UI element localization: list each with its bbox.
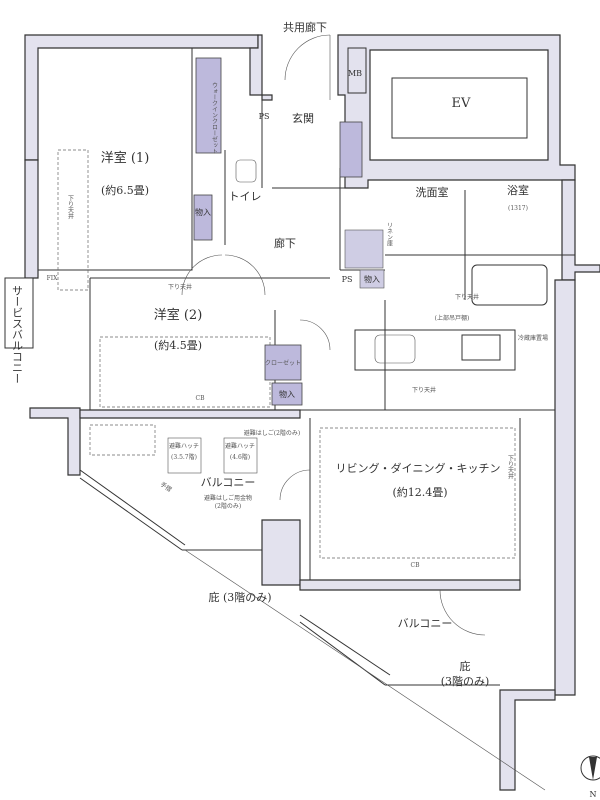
closet-label: クローゼット — [265, 359, 301, 367]
hallway-label: 廊下 — [274, 236, 296, 250]
lowered-ceiling-label-3: 下り天井 — [455, 293, 479, 301]
hatch-1-name: 避難ハッチ — [169, 442, 199, 450]
compass-n-label: N — [590, 790, 597, 799]
western-room-1-size: (約6.5畳) — [101, 183, 149, 197]
ladder-hardware-floors: (2階のみ) — [215, 502, 242, 510]
north-compass-icon — [580, 755, 600, 781]
storage-1 — [193, 194, 213, 241]
ladder-note-small: 避難はしご(2階のみ) — [244, 429, 301, 437]
balcony-1-label: バルコニー — [201, 476, 256, 489]
hatch-1-floors: (3.5.7階) — [171, 453, 197, 461]
western-room-2-name: 洋室 (2) — [154, 307, 203, 323]
handrail-label: 手摺 — [159, 480, 173, 493]
hatch-2-box — [223, 437, 258, 474]
storage-1-label: 物入 — [195, 207, 211, 217]
entrance-label: 玄関 — [292, 111, 314, 125]
washroom-label: 洗面室 — [416, 185, 449, 199]
storage-3 — [271, 382, 303, 406]
hatch-2-floors: (4.6階) — [230, 453, 250, 461]
elevator-shaft — [391, 77, 528, 139]
service-balcony-area — [4, 277, 34, 349]
ldk-size: (約12.4畳) — [392, 485, 447, 499]
ladder-hardware-name: 避難はしご用金物 — [204, 494, 252, 502]
lowered-ceiling-label-4: 下り天井 — [412, 386, 436, 394]
outer-walls — [24, 34, 600, 791]
ldk-name: リビング・ダイニング・キッチン — [336, 461, 501, 475]
hatch-1-box — [167, 437, 202, 474]
upper-cabinet-label: (上部吊戸棚) — [435, 314, 470, 322]
ev-label: EV — [452, 96, 471, 111]
closet-box — [264, 344, 302, 381]
service-balcony-label: サービスバルコニー — [11, 285, 24, 384]
walk-in-closet-label: ウォークインクローゼット — [211, 82, 218, 154]
washer-area — [344, 229, 384, 269]
bathroom-size: (1317) — [508, 205, 528, 212]
bathtub — [471, 264, 548, 306]
mb-label: MB — [348, 69, 362, 78]
storage-2-label: 物入 — [364, 274, 380, 284]
mb-box — [347, 47, 367, 94]
bathroom-label: 浴室 — [507, 183, 529, 197]
linen-label: リネン庫 — [386, 222, 393, 247]
fix-label: FIX — [47, 275, 59, 282]
cb-label-1: CB — [196, 395, 206, 402]
toilet-fixture — [235, 159, 257, 183]
western-room-1-name: 洋室 (1) — [101, 150, 150, 166]
kitchen-counter — [354, 329, 516, 371]
eaves-2-floors: (3階のみ) — [441, 674, 490, 688]
eaves-2-name: 庇 — [460, 659, 471, 673]
fridge-label: 冷蔵庫置場 — [518, 334, 548, 342]
lowered-ceiling-label-1: 下り天井 — [67, 195, 74, 220]
toilet-label: トイレ — [229, 190, 262, 203]
ps-label-2: PS — [342, 275, 353, 284]
hatch-2-name: 避難ハッチ — [225, 442, 255, 450]
common-corridor-label: 共用廊下 — [283, 20, 327, 34]
eaves-1-label: 庇 (3階のみ) — [208, 590, 271, 604]
lowered-ceiling-label-2: 下り天井 — [168, 283, 192, 291]
cb-label-2: CB — [411, 562, 421, 569]
kitchen-sink — [374, 334, 416, 364]
shoe-storage — [339, 121, 363, 178]
storage-3-label: 物入 — [279, 389, 295, 399]
lowered-ceiling-label-5: 下り天井 — [507, 455, 514, 480]
balcony-2-label: バルコニー — [398, 617, 453, 630]
walk-in-closet — [195, 57, 222, 154]
western-room-2-size: (約4.5畳) — [154, 338, 202, 352]
storage-2 — [359, 269, 385, 289]
stove — [461, 334, 501, 361]
ps-label-1: PS — [259, 112, 270, 121]
